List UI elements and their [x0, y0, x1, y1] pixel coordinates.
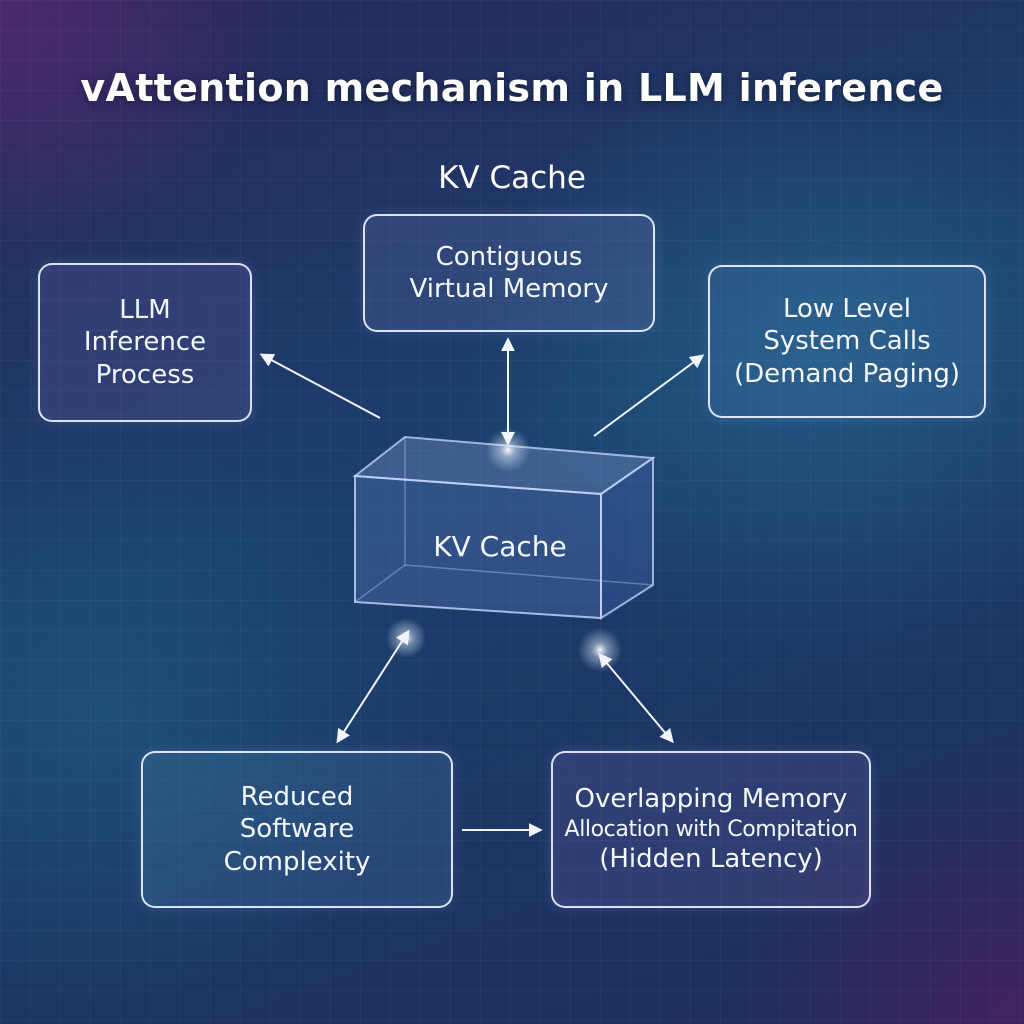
- reduced-software-complexity-box: Reduced Software Complexity: [141, 751, 453, 908]
- box-text-line: Allocation with Compitation: [564, 816, 858, 842]
- box-text-line: Software: [239, 814, 355, 845]
- box-text-line: Virtual Memory: [409, 274, 609, 304]
- contiguous-virtual-memory-box: Contiguous Virtual Memory: [363, 214, 655, 332]
- diagram-subtitle: KV Cache: [438, 160, 586, 196]
- diagram-title: vAttention mechanism in LLM inference: [80, 66, 944, 110]
- box-text-line: Reduced: [240, 781, 354, 812]
- glow-bottom-left: [386, 618, 426, 658]
- box-text-line: LLM: [119, 294, 171, 325]
- arrow-reduced-complexity: [336, 629, 410, 744]
- arrow-overlapping-memory: [598, 652, 674, 744]
- arrow-to-llm-inference: [259, 353, 381, 419]
- arrow-to-system-calls: [593, 354, 705, 437]
- box-text-line: Low Level: [782, 293, 912, 324]
- box-text-line: Process: [95, 359, 195, 390]
- box-text-line: Contiguous: [435, 241, 583, 272]
- kv-cache-label: KV Cache: [433, 530, 567, 563]
- overlapping-memory-allocation-box: Overlapping Memory Allocation with Compi…: [551, 751, 871, 908]
- cube-front-face: [354, 474, 602, 620]
- box-text-line: (Demand Paging): [734, 358, 960, 389]
- box-text-line: System Calls: [763, 326, 931, 357]
- box-text-line: Complexity: [223, 846, 371, 877]
- box-text-line: Overlapping Memory: [574, 784, 848, 815]
- box-text-line: Inference: [83, 327, 207, 358]
- llm-inference-process-box: LLM Inference Process: [38, 263, 252, 422]
- box-text-line: (Hidden Latency): [599, 844, 823, 875]
- glow-top: [486, 428, 530, 472]
- system-calls-box: Low Level System Calls (Demand Paging): [708, 265, 986, 418]
- glow-bottom-right: [578, 628, 622, 672]
- kv-cache-cube: [352, 435, 656, 620]
- cube-hidden-edges: [404, 437, 654, 586]
